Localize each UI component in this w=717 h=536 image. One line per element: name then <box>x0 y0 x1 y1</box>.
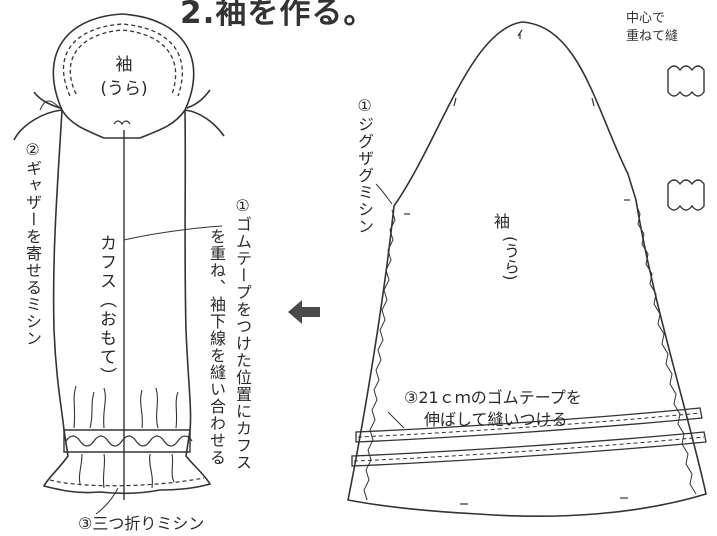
right-step1-label: ①ジグザグミシン <box>355 96 374 235</box>
left-arrow-icon <box>288 300 320 324</box>
left-step2-label: ②ギャザーを寄せるミシン <box>23 140 42 347</box>
zigzag-right <box>635 203 697 495</box>
gather-thread-right-2 <box>186 89 211 109</box>
gather-knot <box>113 120 131 126</box>
left-sleeve-figure <box>13 13 225 515</box>
leader-right-step1 <box>375 183 393 205</box>
left-sleeve-sub-label: (うら) <box>100 79 148 99</box>
left-cap-stitch-inner <box>69 29 177 95</box>
left-step1-label-1: ①ゴムテープをつけた位置にカフス <box>233 196 252 471</box>
cuff-label: カフス（おもて） <box>96 234 116 386</box>
elastic-band <box>63 429 191 453</box>
leader-step3 <box>95 487 119 515</box>
right-sleeve-sub-label: (うら) <box>501 236 520 281</box>
hem-stitch <box>49 477 205 487</box>
elastic-tape-lower <box>351 431 707 467</box>
zigzag-left <box>363 209 396 501</box>
right-sleeve-outline <box>347 21 707 518</box>
right-step3-label-2: 伸ばして縫いつける <box>424 410 568 429</box>
gather-thread-right <box>184 109 225 137</box>
left-step1-label-2: を重ね、袖下線を縫い合わせる <box>207 228 226 466</box>
right-step3-label-1: ③21ｃｍのゴムテープを <box>404 388 582 407</box>
cuff-outline <box>42 109 212 495</box>
leader-step2 <box>39 100 63 111</box>
leader-right-step3 <box>387 411 405 429</box>
corner-note-line-2: 重ねて縫 <box>626 29 679 44</box>
corner-note: 中心で 重ねて縫 <box>626 10 678 46</box>
elastic-scallops <box>65 435 193 447</box>
leader-step1 <box>123 225 223 241</box>
gather-thread-left-2 <box>33 91 61 109</box>
gather-thread-left <box>13 109 63 141</box>
right-sleeve-figure <box>347 21 707 518</box>
cuff-fold-icon <box>667 65 705 211</box>
left-sleeve-cap <box>52 13 195 139</box>
elastic-tape-upper <box>355 407 703 443</box>
left-step3-label: ③三つ折りミシン <box>78 514 205 533</box>
corner-note-line-1: 中心で <box>626 11 666 26</box>
left-sleeve-label: 袖 <box>115 55 133 75</box>
right-sleeve-label: 袖 <box>494 212 511 231</box>
section-heading: 2.袖を作る。 <box>180 0 376 31</box>
